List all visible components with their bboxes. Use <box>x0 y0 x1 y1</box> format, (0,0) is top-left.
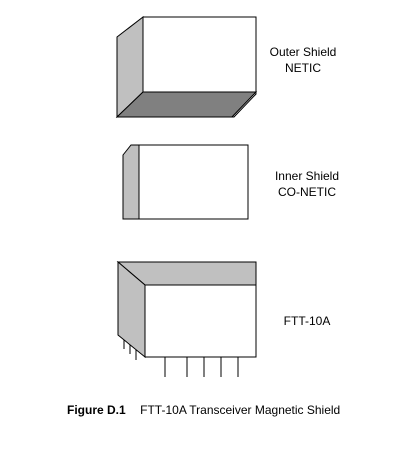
ftt-10a-module: FTT-10A <box>116 260 331 377</box>
outer-shield-front-face <box>142 16 257 93</box>
ftt-label: FTT-10A <box>284 314 331 328</box>
inner-shield-label-line1: Inner Shield <box>275 169 339 183</box>
inner-shield-label-line2: CO-NETIC <box>278 185 336 199</box>
outer-shield-label-line1: Outer Shield <box>270 45 337 59</box>
caption-text: FTT-10A Transceiver Magnetic Shield <box>140 403 340 417</box>
figure-caption: Figure D.1 FTT-10A Transceiver Magnetic … <box>67 401 340 418</box>
ftt-front-face <box>144 284 257 358</box>
inner-shield-side <box>122 144 140 220</box>
inner-shield-front-face <box>138 144 249 220</box>
outer-shield-label-line2: NETIC <box>285 61 321 75</box>
caption-number: Figure D.1 <box>67 403 126 417</box>
outer-shield-inner-right <box>230 90 257 118</box>
outer-shield: Outer Shield NETIC <box>115 15 337 119</box>
inner-shield: Inner Shield CO-NETIC <box>122 144 339 220</box>
